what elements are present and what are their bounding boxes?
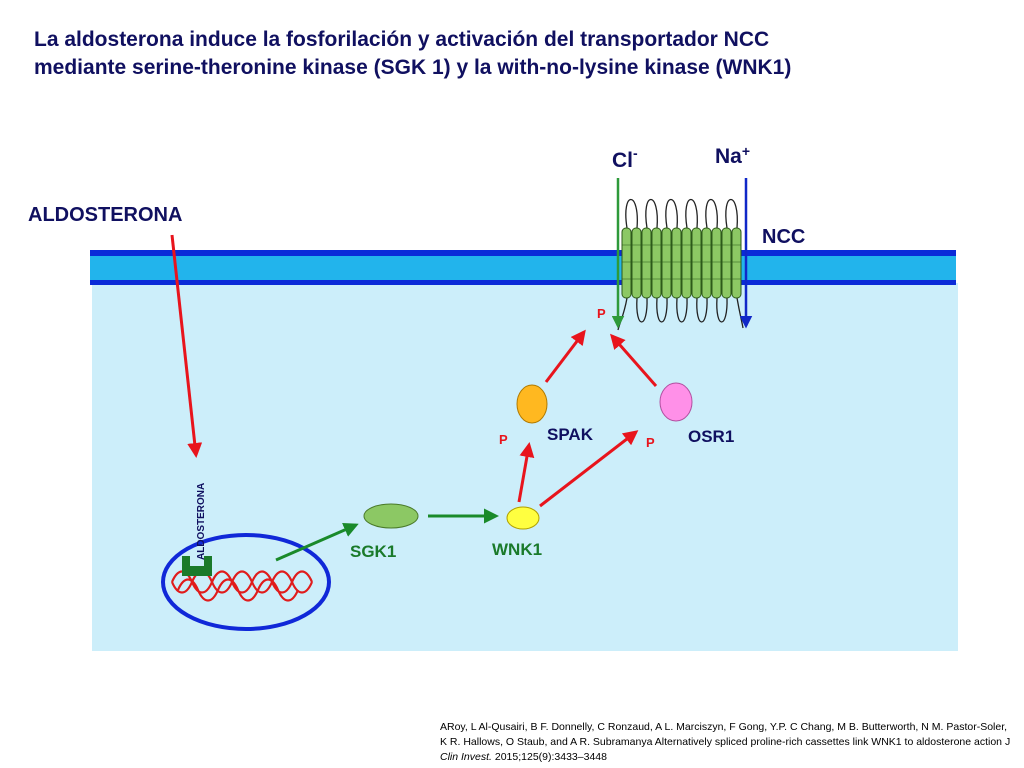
ncc-phospho-label: P <box>597 306 606 321</box>
wnk1-node <box>506 506 540 530</box>
nucleus <box>161 533 331 631</box>
spak-to-ncc-arrow <box>544 329 586 383</box>
osr1-phospho-label: P <box>646 435 655 450</box>
wnk1-label: WNK1 <box>492 540 542 559</box>
nucleus-to-sgk1-arrow <box>275 522 359 562</box>
aldosterone-entry-arrow <box>170 234 203 458</box>
title-line-1: La aldosterona induce la fosforilación y… <box>34 28 770 51</box>
osr1-to-ncc-arrow <box>610 333 658 387</box>
reference-journal: Clin Invest. <box>440 751 492 763</box>
aldosterona-receptor-label: ALDOSTERONA <box>196 483 207 560</box>
slide-title: La aldosterona induce la fosforilación y… <box>34 26 994 82</box>
ncc-helices <box>621 227 742 299</box>
chloride-label: Cl- <box>612 145 638 172</box>
wnk1-to-spak-arrow <box>517 442 535 503</box>
plasma-membrane <box>90 250 956 285</box>
aldosterona-label: ALDOSTERONA <box>28 204 182 226</box>
aldosterone-receptor <box>182 556 212 576</box>
reference-authors: ARoy, L Al-Qusairi, B F. Donnelly, C Ron… <box>440 721 1011 748</box>
spak-label: SPAK <box>547 425 594 444</box>
ncc-label: NCC <box>762 226 805 248</box>
spak-node <box>516 384 548 424</box>
sgk1-node <box>363 503 419 529</box>
sgk1-label: SGK1 <box>350 542 396 561</box>
ncc-transporter <box>617 198 744 331</box>
title-line-2: mediante serine-theronine kinase (SGK 1)… <box>34 56 792 79</box>
wnk1-to-osr1-arrow <box>539 430 639 508</box>
reference-citation: ARoy, L Al-Qusairi, B F. Donnelly, C Ron… <box>440 720 1012 765</box>
spak-phospho-label: P <box>499 432 508 447</box>
osr1-label: OSR1 <box>688 427 734 446</box>
reference-volume: 2015;125(9):3433–3448 <box>494 751 607 763</box>
dna-helix <box>170 570 314 602</box>
sodium-label: Na+ <box>715 143 750 168</box>
osr1-node <box>659 382 693 422</box>
